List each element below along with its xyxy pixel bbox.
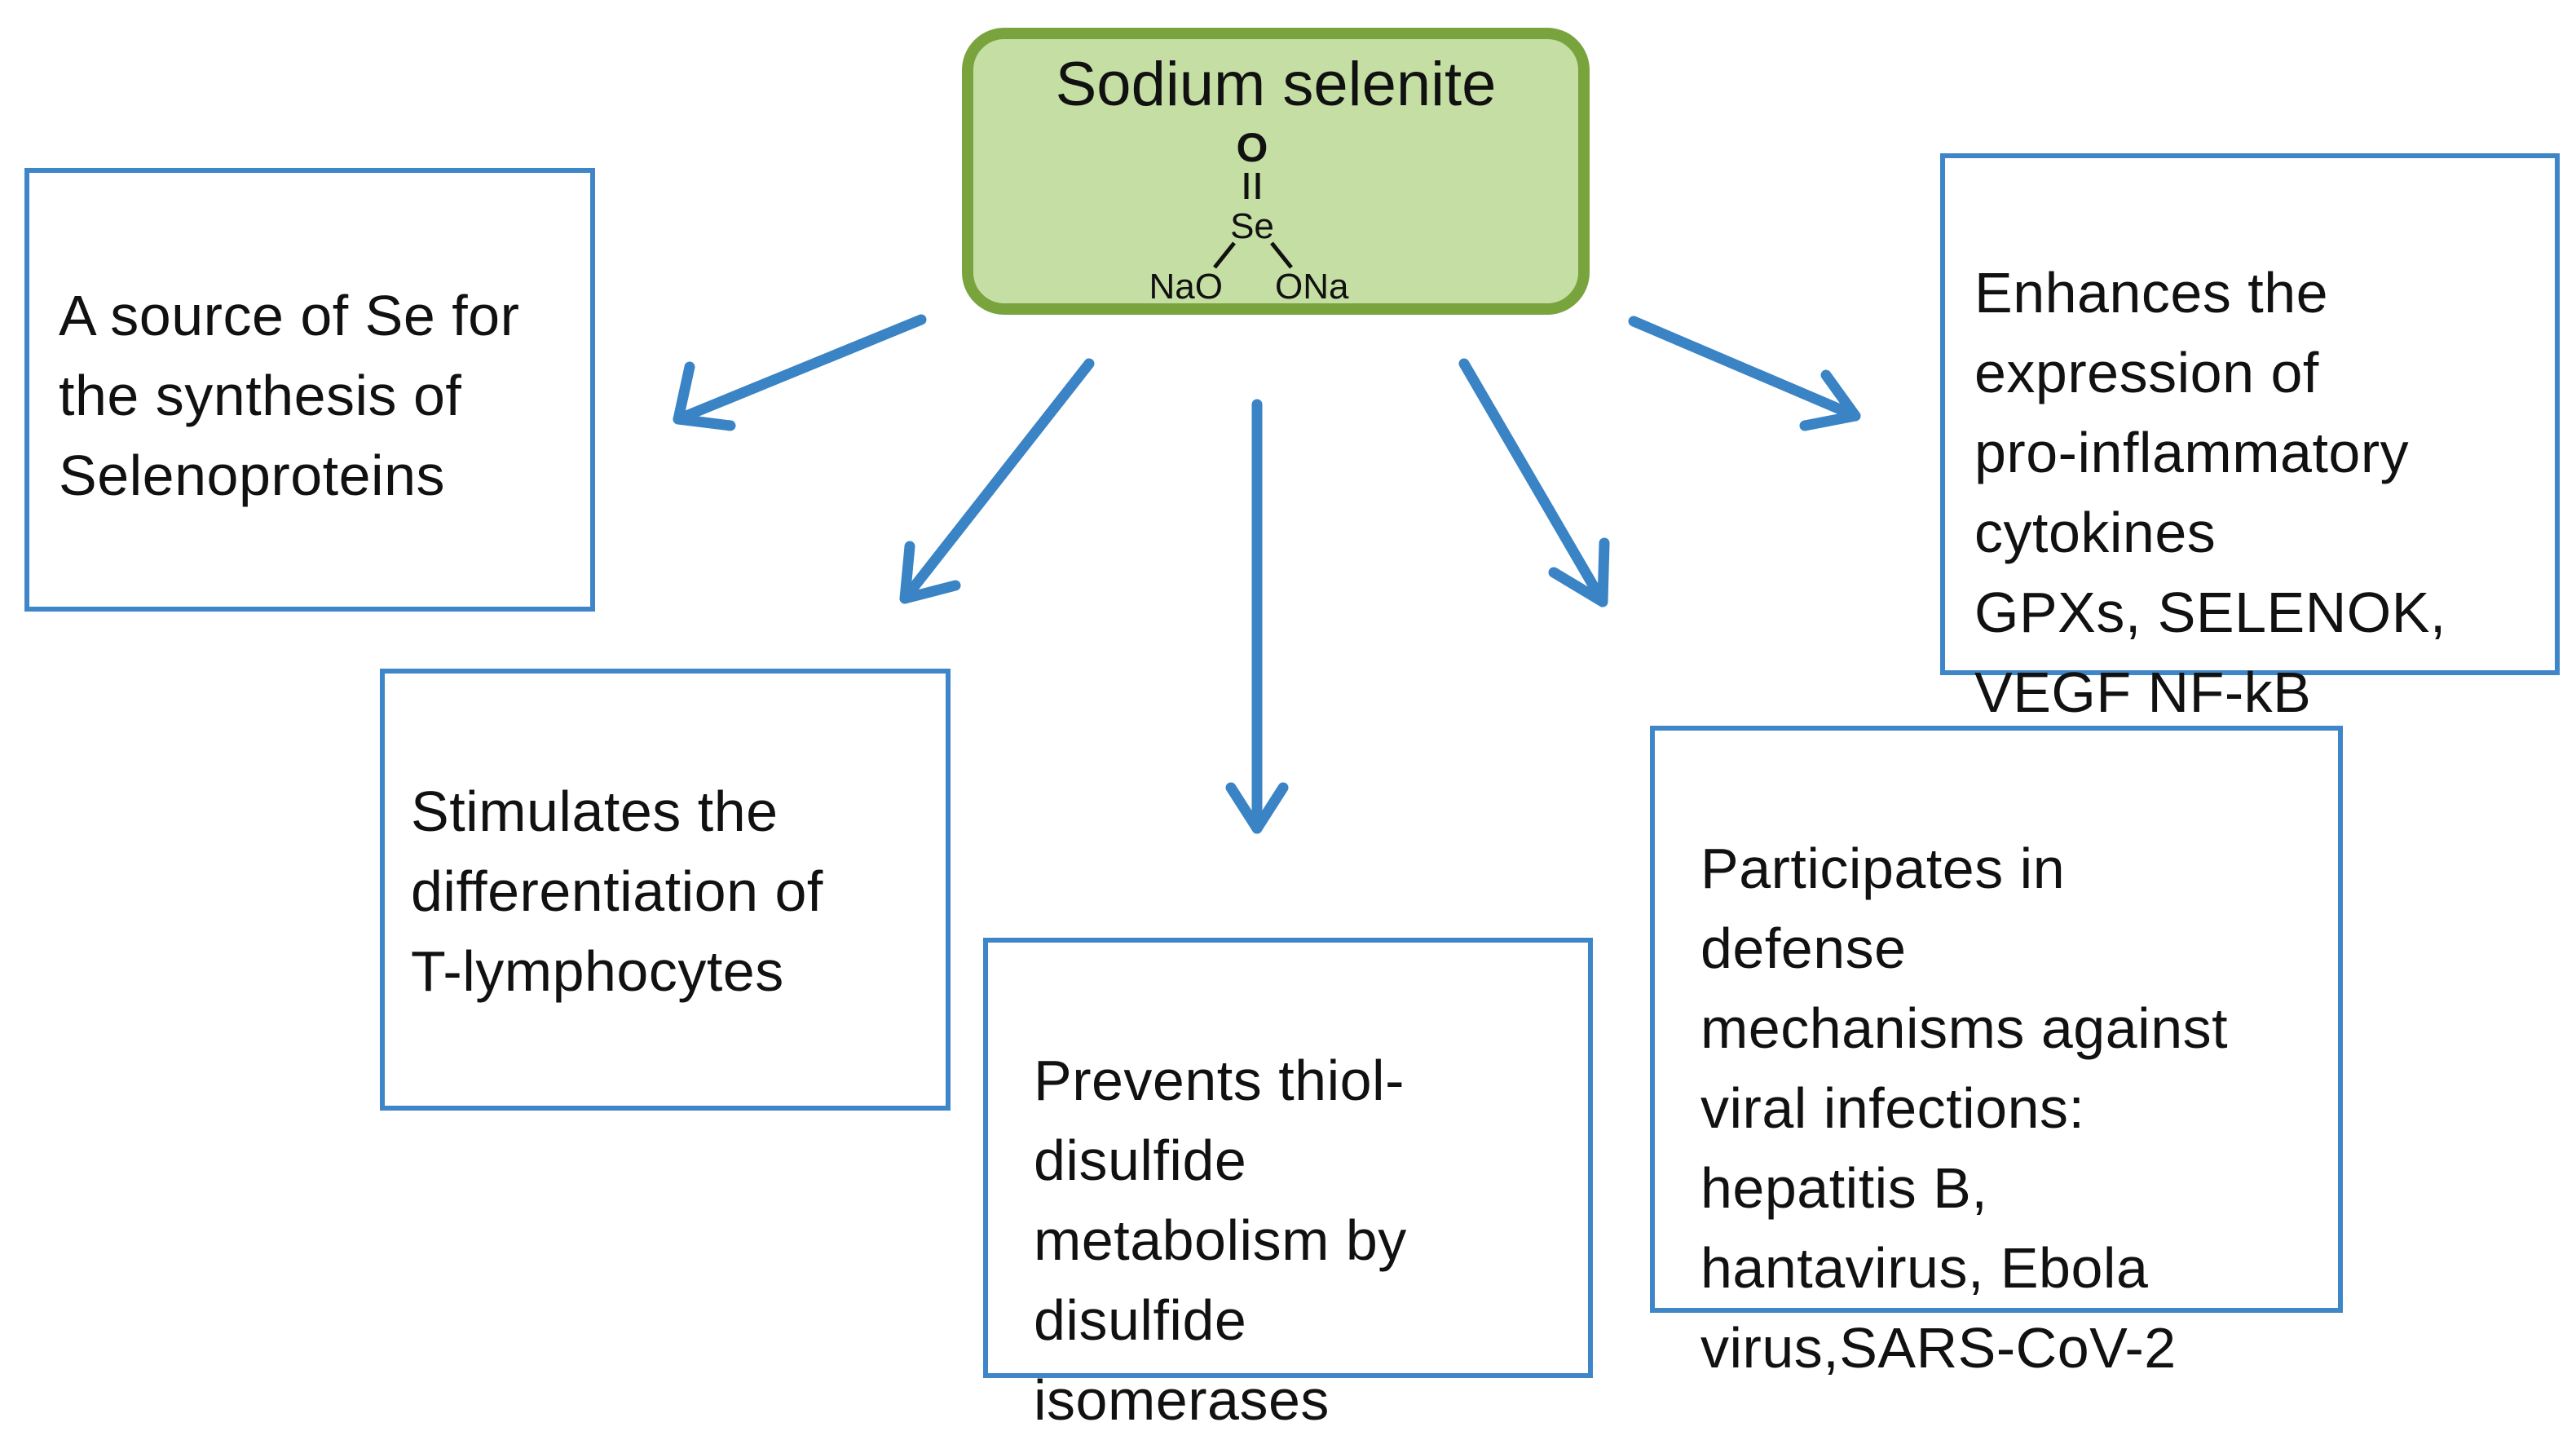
center-title: Sodium selenite [1055,50,1497,119]
arrow-to-cytokines [1628,316,1861,431]
box-se-source: A source of Se for the synthesis of Sele… [24,168,595,612]
sodium-selenite-node: Sodium selenite O Se NaO ONa [962,28,1590,315]
box-cytokines-text: Enhances the expression of pro-inflammat… [1974,261,2446,724]
formula-right-group: ONa [1275,267,1349,303]
formula-top-atom: O [1237,125,1268,170]
box-t-lymphocytes-text: Stimulates the differentiation of T-lymp… [411,780,823,1003]
box-se-source-text: A source of Se for the synthesis of Sele… [59,284,520,507]
box-viral-defense: Participates in defense mechanisms again… [1650,726,2343,1380]
box-thiol-disulfide: Prevents thiol- disulfide metabolism by … [983,938,1593,1432]
box-viral-defense-text: Participates in defense mechanisms again… [1700,837,2229,1380]
arrow-to-thiol [1225,399,1289,834]
box-cytokines: Enhances the expression of pro-inflammat… [1940,153,2560,724]
box-thiol-disulfide-text: Prevents thiol- disulfide metabolism by … [1034,1049,1407,1432]
arrows-layer [673,314,1861,834]
formula-left-group: NaO [1149,267,1223,303]
sodium-selenite-structure: O Se NaO ONa [1149,125,1349,303]
box-t-lymphocytes: Stimulates the differentiation of T-lymp… [380,669,951,1111]
arrow-to-tlymphocytes [899,358,1095,604]
formula-center-atom: Se [1230,206,1274,246]
arrow-to-source [673,314,927,431]
arrow-to-viral [1458,358,1610,607]
